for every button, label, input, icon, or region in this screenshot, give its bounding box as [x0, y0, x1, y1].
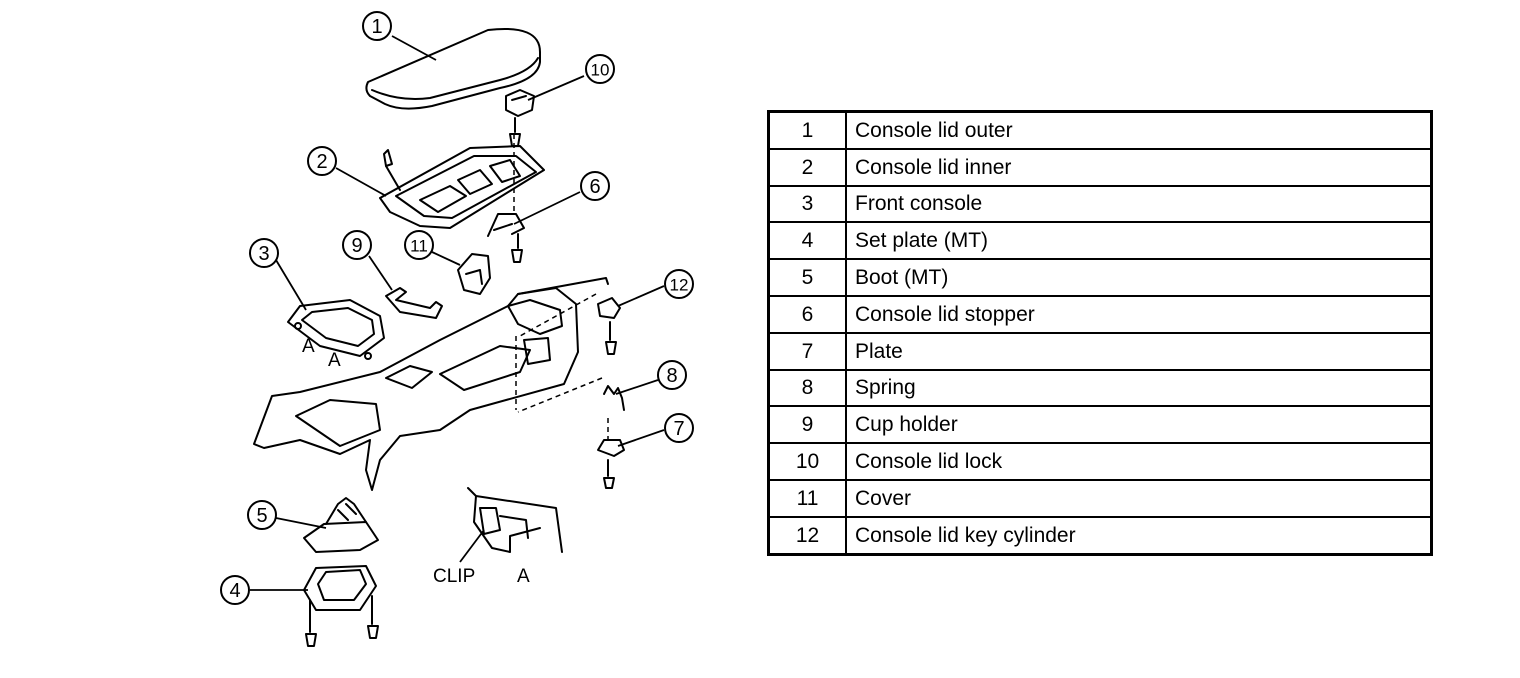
legend-name: Front console [845, 184, 1433, 224]
legend-num: 9 [767, 405, 847, 445]
detail-a-inset [467, 487, 563, 553]
legend-num: 4 [767, 221, 847, 261]
callout-2: 2 [316, 151, 327, 173]
legend-name: Spring [845, 368, 1433, 408]
legend-name: Plate [845, 331, 1433, 371]
dashed-reference-lines [513, 134, 609, 440]
callout-5: 5 [256, 505, 267, 527]
legend-name: Set plate (MT) [845, 221, 1433, 261]
cup-holder-part [385, 287, 443, 319]
boot-mt-part [303, 497, 379, 553]
callout-7: 7 [673, 418, 684, 440]
label-clip: CLIP [433, 566, 475, 587]
leader-lines [250, 35, 665, 591]
console-lid-lock-part [505, 89, 535, 147]
legend-name: Cup holder [845, 405, 1433, 445]
legend-name: Boot (MT) [845, 258, 1433, 297]
cover-part [457, 253, 491, 295]
callout-11: 11 [410, 237, 428, 256]
console-lid-inner-part [379, 145, 545, 229]
console-lid-stopper-part [487, 213, 525, 263]
console-body-part [253, 277, 609, 491]
legend-num: 3 [767, 184, 847, 224]
legend-name: Console lid stopper [845, 294, 1433, 334]
callout-1: 1 [371, 16, 382, 38]
callout-circles [220, 11, 694, 605]
legend-name: Console lid key cylinder [845, 515, 1433, 556]
callout-8: 8 [666, 365, 677, 387]
set-plate-mt-part [303, 565, 379, 647]
legend-num: 8 [767, 368, 847, 408]
legend-name: Cover [845, 478, 1433, 518]
label-a-left: A [302, 336, 315, 357]
callout-9: 9 [351, 235, 362, 257]
legend-num: 7 [767, 331, 847, 371]
callout-3: 3 [258, 243, 269, 265]
label-a-right: A [328, 350, 341, 371]
legend-num: 12 [767, 515, 847, 556]
console-lid-key-cylinder-part [597, 297, 621, 355]
spring-part [603, 385, 625, 411]
legend-name: Console lid lock [845, 442, 1433, 481]
callout-12: 12 [670, 276, 689, 295]
legend-name: Console lid outer [845, 110, 1433, 150]
legend-num: 6 [767, 294, 847, 334]
legend-num: 11 [767, 478, 847, 518]
legend-num: 10 [767, 442, 847, 481]
callout-10: 10 [591, 61, 610, 80]
front-console-part [287, 299, 385, 360]
legend-name: Console lid inner [845, 147, 1433, 187]
plate-part [597, 439, 625, 489]
console-lid-outer-part [365, 28, 541, 110]
legend-num: 1 [767, 110, 847, 150]
exploded-parts-diagram: 1 2 3 9 11 6 10 12 8 7 5 4 A A CLIP A [220, 11, 694, 647]
label-a-detail: A [517, 566, 530, 587]
legend-num: 5 [767, 258, 847, 297]
callout-4: 4 [229, 580, 240, 602]
callout-6: 6 [589, 176, 600, 198]
legend-num: 2 [767, 147, 847, 187]
